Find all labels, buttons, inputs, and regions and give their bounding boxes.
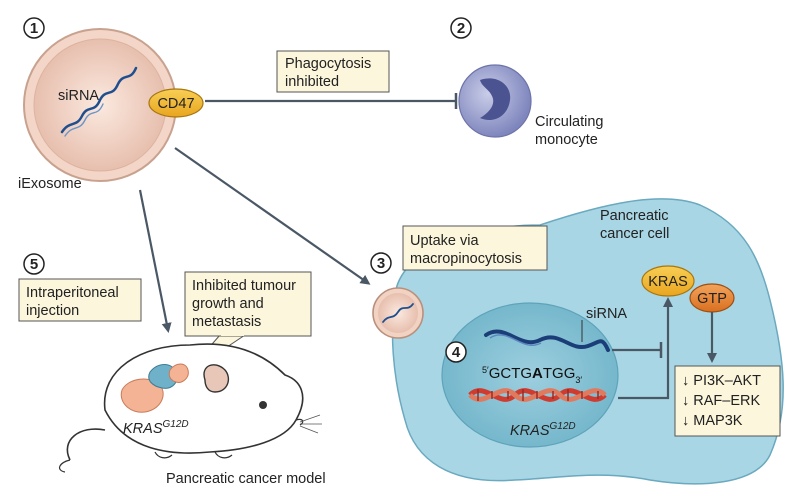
arrow-to-cancer-cell: [174, 147, 371, 285]
mouse-gene-superscript: G12D: [163, 419, 189, 430]
intraperitoneal-line-1: Intraperitoneal: [26, 285, 119, 301]
step-3-number: 3: [377, 255, 385, 272]
mouse-gene-label: KRASG12D: [123, 419, 189, 437]
cancer-cell-line-1: Pancreatic: [600, 208, 669, 224]
monocyte-line-2: monocyte: [535, 132, 598, 148]
arrow-to-mouse: [138, 189, 172, 333]
sequence-label: 5′GCTGATGG3′: [482, 365, 582, 385]
sequence-3prime: 3′: [575, 375, 582, 385]
small-exosome: [372, 287, 424, 339]
arrow-dna-to-kras: [618, 297, 673, 400]
kras-label: KRAS: [648, 274, 688, 290]
phagocytosis-line-1: Phagocytosis: [285, 56, 371, 72]
step-4-number: 4: [452, 344, 461, 361]
phagocytosis-line-2: inhibited: [285, 74, 339, 90]
iexosome: [23, 28, 177, 182]
pathways-box: [674, 365, 781, 437]
tumour-line-2: growth and: [192, 296, 264, 312]
nucleus-sirna-strand-icon: [484, 329, 610, 352]
intraperitoneal-box: [18, 278, 142, 322]
iexosome-label: iExosome: [18, 176, 82, 192]
uptake-line-1: Uptake via: [410, 233, 479, 249]
mouse-illustration-icon: [58, 343, 322, 473]
tumour-box: [184, 271, 312, 337]
nucleus: [441, 302, 619, 448]
nucleus-gene-label: KRASG12D: [510, 421, 576, 439]
cd47-label: CD47: [157, 96, 194, 112]
step-1-number: 1: [30, 20, 38, 37]
intraperitoneal-line-2: injection: [26, 303, 79, 319]
uptake-line-2: macropinocytosis: [410, 251, 522, 267]
step-1-badge: [23, 17, 45, 39]
kras-badge: [641, 265, 695, 297]
monocyte: [458, 64, 532, 138]
step-3-badge: [370, 252, 392, 274]
cd47-badge: [148, 88, 204, 118]
uptake-box: [402, 225, 548, 271]
phagocytosis-box: [276, 50, 390, 93]
tumour-line-1: Inhibited tumour: [192, 278, 296, 294]
sirna-strand-icon: [60, 66, 138, 134]
pathway-map3k: ↓ MAP3K: [682, 413, 743, 429]
tumour-line-3: metastasis: [192, 314, 261, 330]
nucleus-sirna-label: siRNA: [586, 306, 627, 322]
cancer-cell-line-2: cancer cell: [600, 226, 669, 242]
sirna-label: siRNA: [58, 88, 99, 104]
dna-helix-icon: [468, 388, 607, 402]
nucleus-gene-superscript: G12D: [550, 421, 576, 432]
pathway-raf-erk: ↓ RAF–ERK: [682, 393, 760, 409]
sequence-mutation: A: [532, 365, 543, 382]
mouse-caption: Pancreatic cancer model: [166, 471, 326, 487]
pathway-pi3k-akt: ↓ PI3K–AKT: [682, 373, 761, 389]
gtp-label: GTP: [697, 291, 727, 307]
monocyte-line-1: Circulating: [535, 114, 604, 130]
step-5-badge: [23, 253, 45, 275]
step-2-badge: [450, 17, 472, 39]
step-2-number: 2: [457, 20, 465, 37]
step-5-number: 5: [30, 256, 38, 273]
sequence-5prime: 5′: [482, 365, 489, 375]
step-4-badge: [445, 341, 467, 363]
